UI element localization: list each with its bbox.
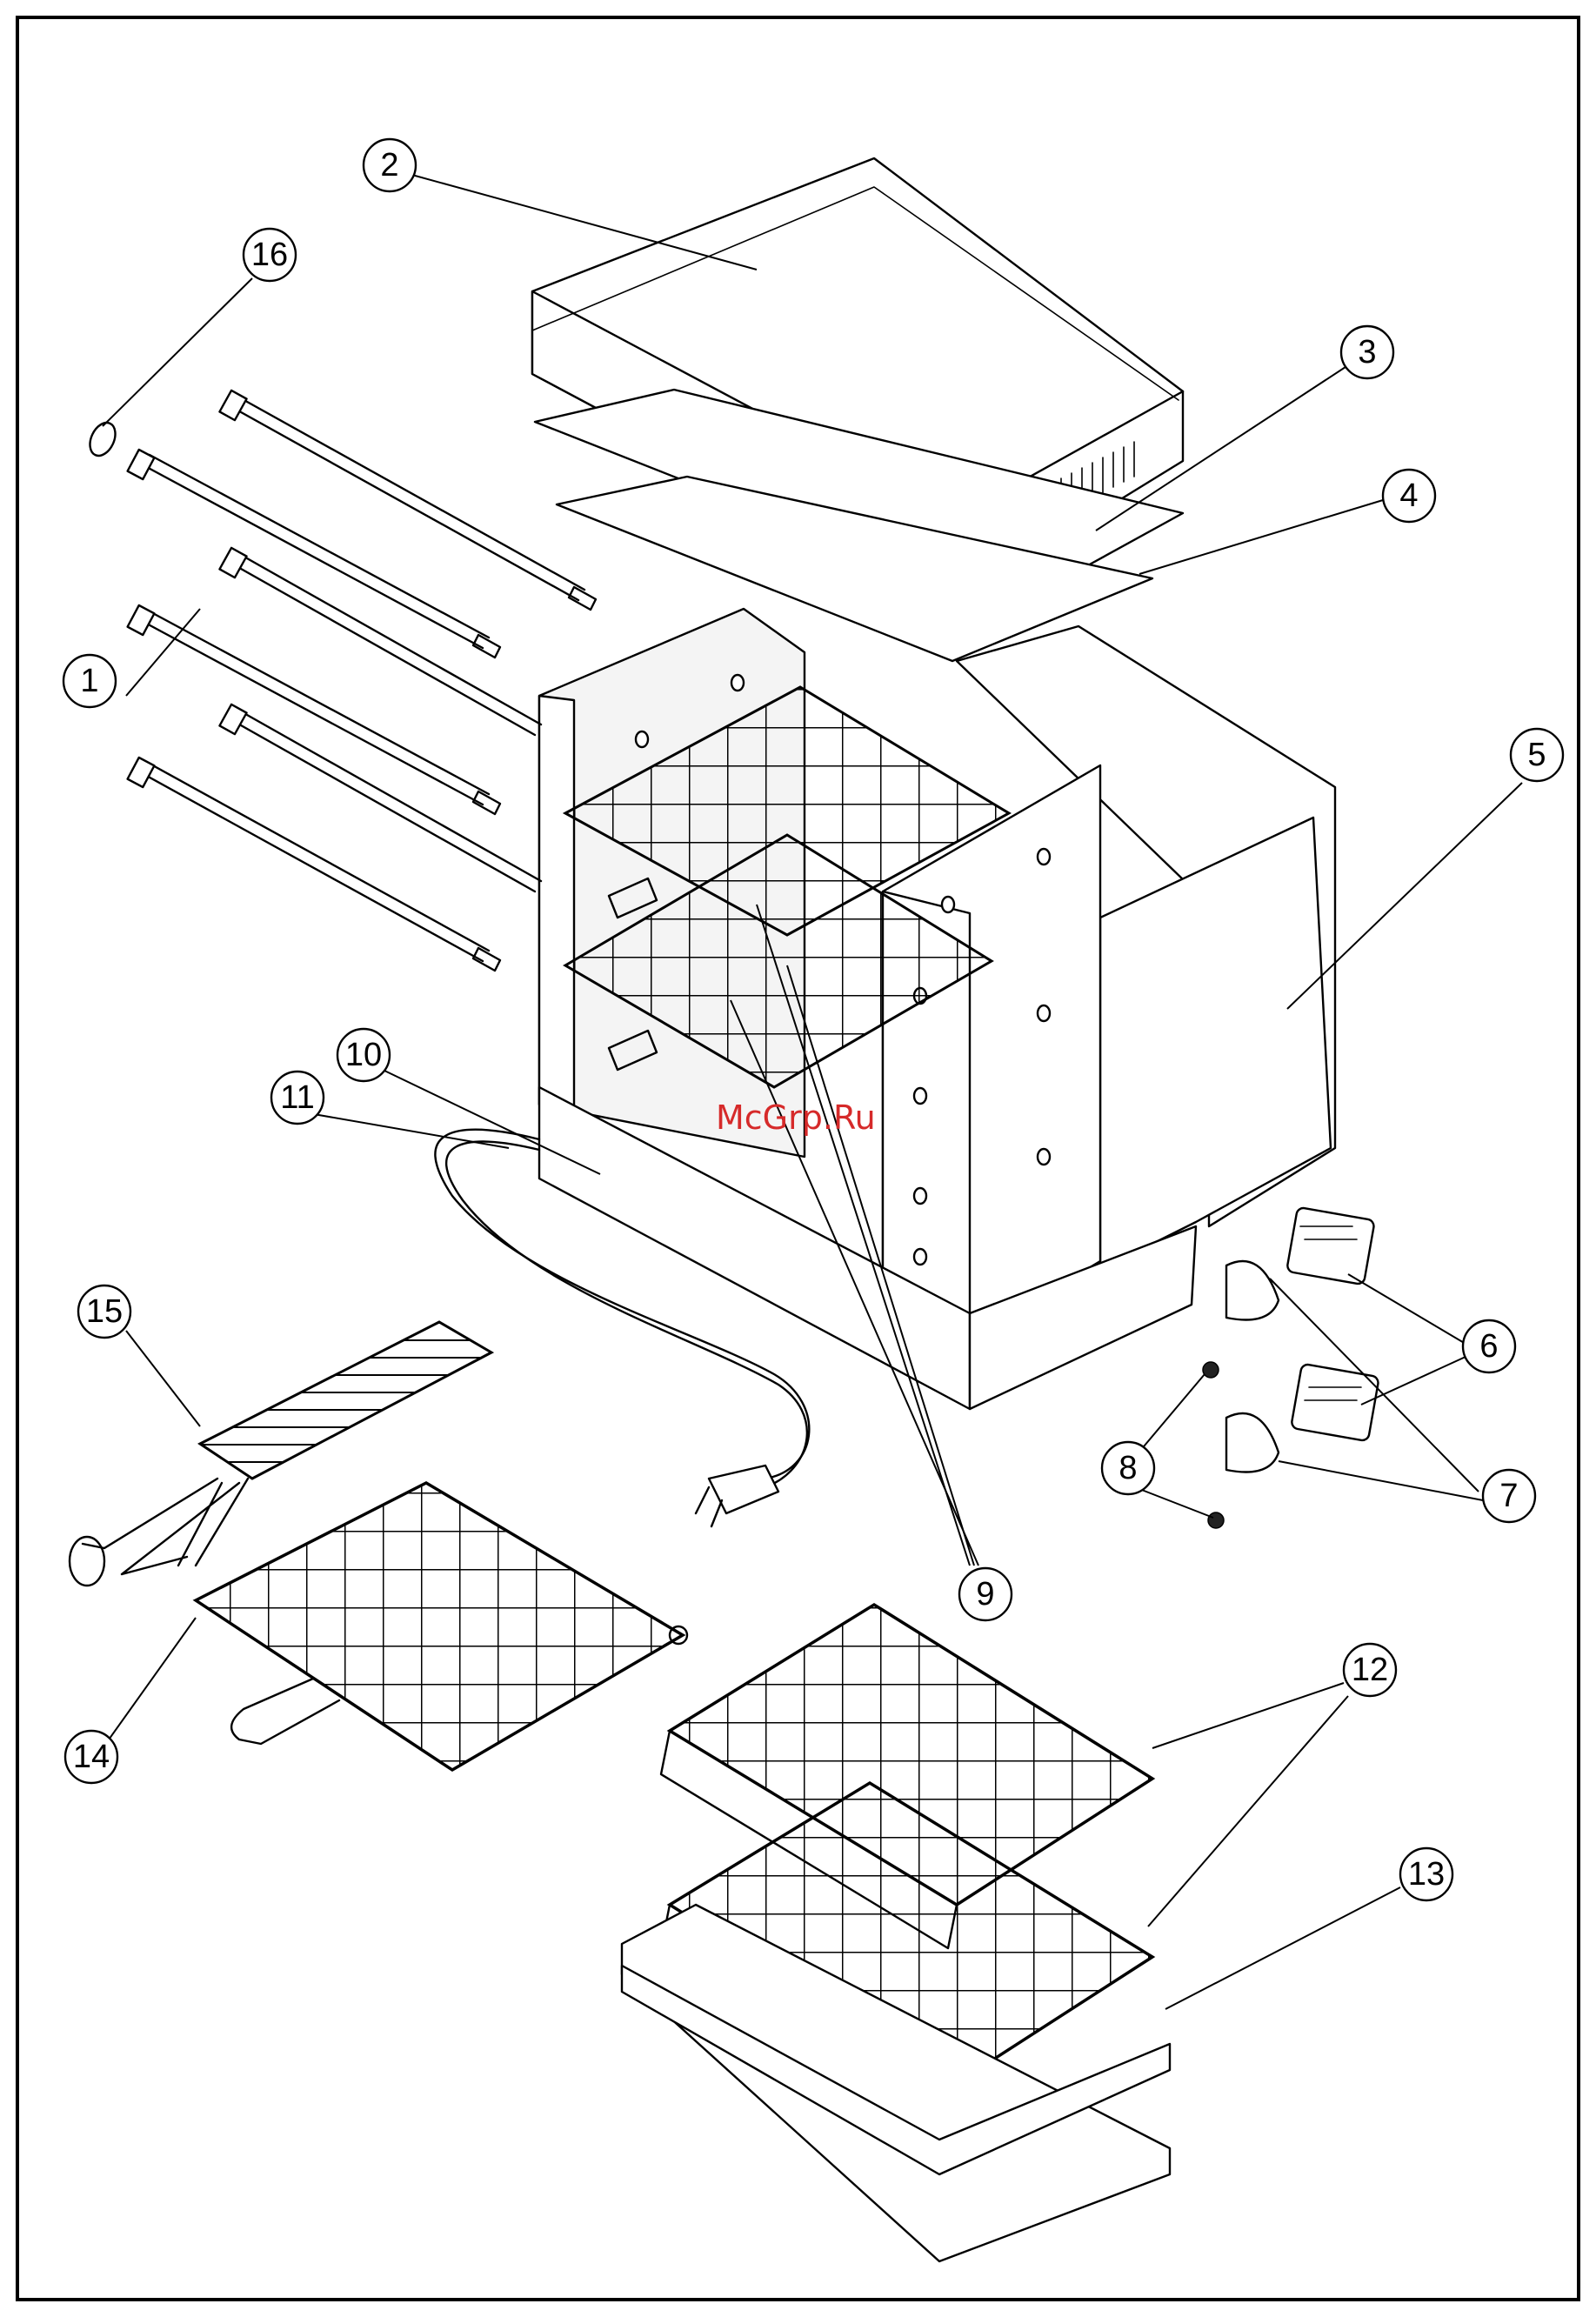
callout-7: 7 [1483, 1470, 1535, 1522]
callout-1-label: 1 [80, 663, 98, 699]
callout-3: 3 [1341, 326, 1393, 378]
heating-elements [128, 391, 596, 971]
callout-2-label: 2 [380, 147, 398, 184]
callout-14: 14 [65, 1731, 117, 1783]
callout-6-label: 6 [1479, 1328, 1498, 1365]
callout-9-label: 9 [976, 1576, 994, 1613]
callout-6: 6 [1463, 1320, 1515, 1372]
callout-4-label: 4 [1399, 477, 1418, 514]
callout-9: 9 [959, 1568, 1012, 1620]
callout-8-label: 8 [1119, 1450, 1137, 1486]
callout-4: 4 [1383, 470, 1435, 522]
callout-11: 11 [271, 1072, 324, 1124]
callout-13: 13 [1400, 1848, 1452, 1900]
callout-5-label: 5 [1527, 737, 1546, 773]
callout-8: 8 [1102, 1442, 1154, 1494]
switch-housings [1286, 1207, 1379, 1441]
callout-15: 15 [78, 1285, 130, 1338]
callout-11-label: 11 [280, 1079, 314, 1116]
clip-ring [85, 418, 120, 459]
callout-13-label: 13 [1408, 1856, 1445, 1893]
callout-15-label: 15 [86, 1293, 123, 1330]
callout-10: 10 [337, 1029, 390, 1081]
watermark-text: McGrp.Ru [716, 1098, 876, 1137]
callout-5: 5 [1511, 729, 1563, 781]
callout-12-label: 12 [1352, 1652, 1388, 1688]
callout-1: 1 [63, 655, 116, 707]
callout-7-label: 7 [1499, 1478, 1518, 1514]
grill-basket [196, 1483, 687, 1770]
callout-16-label: 16 [251, 237, 288, 273]
callout-14-label: 14 [73, 1739, 110, 1775]
callout-16: 16 [244, 229, 296, 281]
callout-12: 12 [1344, 1644, 1396, 1696]
callout-3-label: 3 [1358, 334, 1376, 371]
control-knobs [1226, 1261, 1279, 1472]
callout-2: 2 [364, 139, 416, 191]
screws [1203, 1362, 1224, 1528]
callout-10-label: 10 [345, 1037, 382, 1073]
